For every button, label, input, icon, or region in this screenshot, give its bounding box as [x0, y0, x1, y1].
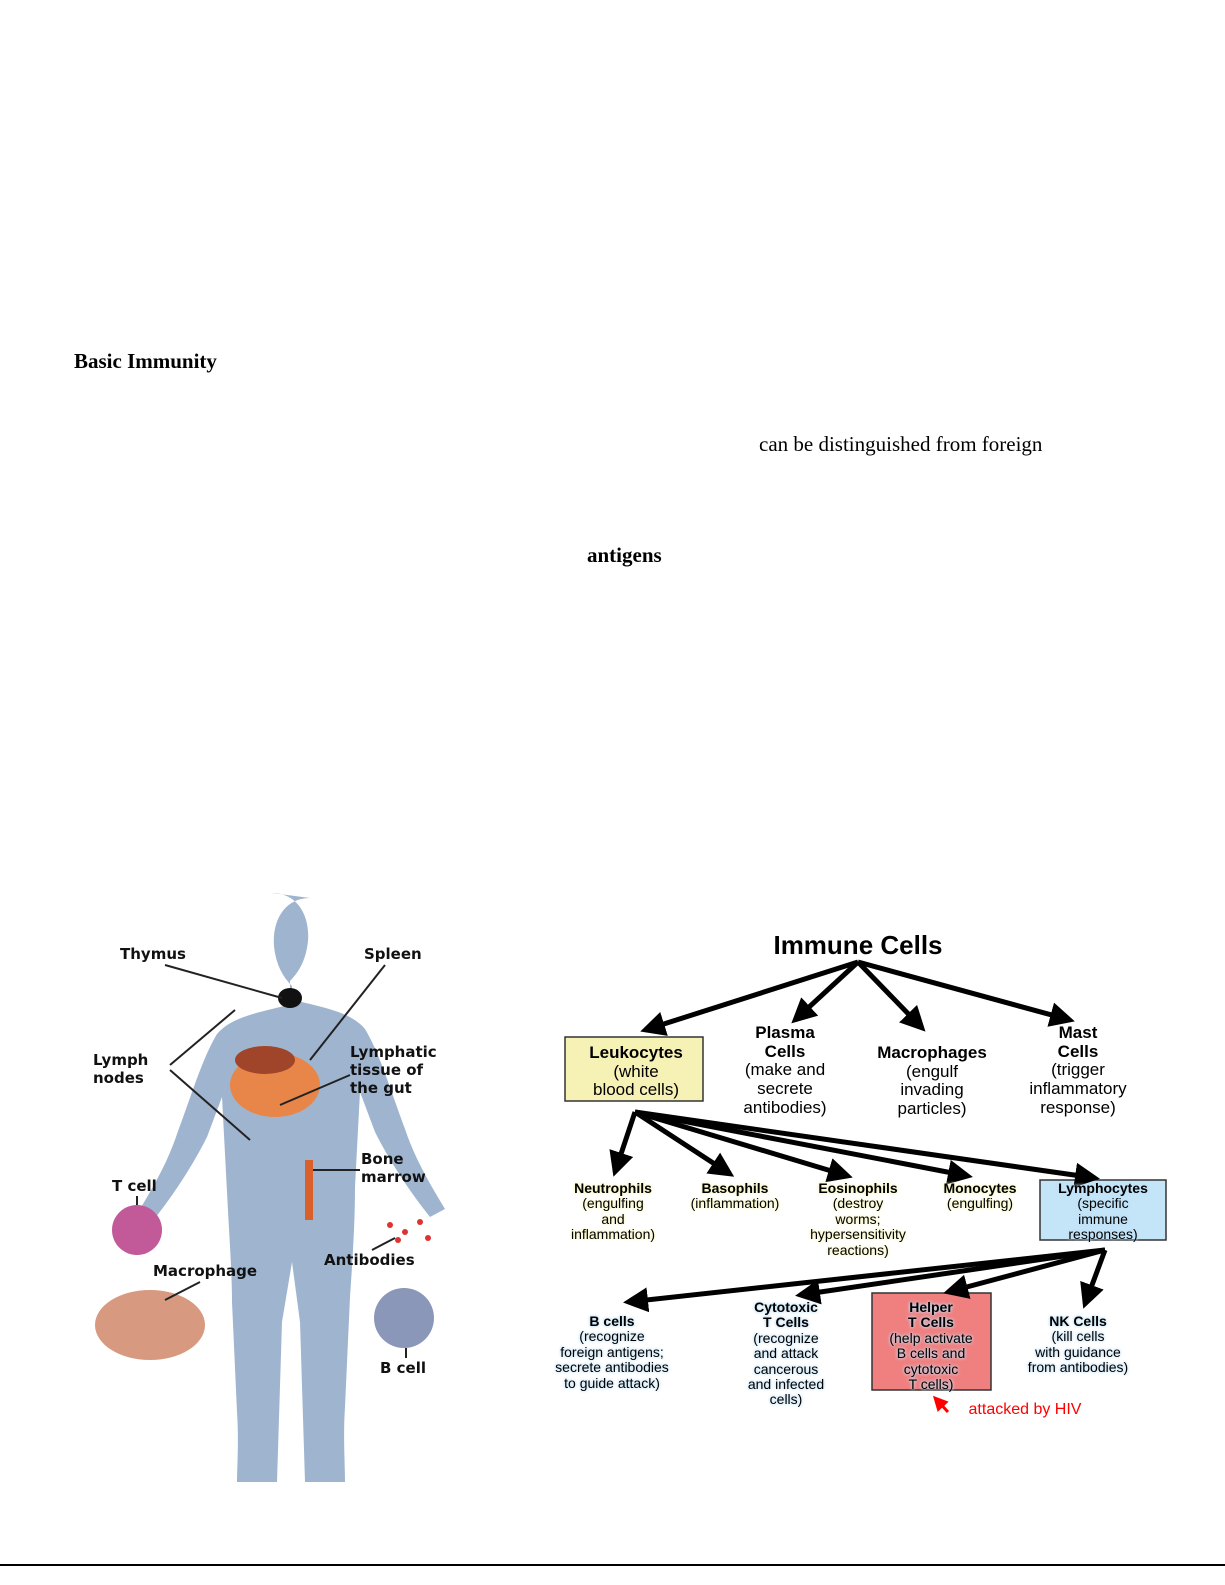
footer-rule: [0, 1564, 1225, 1566]
node-desc: (specific immune responses): [1068, 1195, 1138, 1243]
node-name: Mast Cells: [1057, 1023, 1099, 1061]
node-desc: (recognize and attack cancerous and infe…: [747, 1329, 825, 1408]
node-name: Macrophages: [877, 1043, 987, 1062]
node-eosinophils: Eosinophils(destroy worms; hypersensitiv…: [810, 1180, 906, 1258]
node-desc: (kill cells with guidance from antibodie…: [1027, 1328, 1129, 1376]
node-desc: (engulf invading particles): [897, 1061, 967, 1119]
node-desc: (make and secrete antibodies): [743, 1060, 827, 1117]
body-silhouette: [137, 893, 445, 1482]
thymus-organ: [278, 988, 302, 1008]
label-bone-marrow: Bone marrow: [361, 1150, 426, 1186]
node-macrophages: Macrophages(engulf invading particles): [877, 1043, 987, 1119]
t-cell-image: [112, 1205, 162, 1255]
node-helper-t-cells: Helper T Cells(help activate B cells and…: [889, 1299, 973, 1392]
b-cell-image: [374, 1288, 434, 1348]
leukocytes-box: [564, 1036, 704, 1102]
section-heading: Basic Immunity: [74, 349, 217, 373]
node-name: B cells: [589, 1313, 635, 1329]
label-b-cell: B cell: [380, 1359, 427, 1377]
diagram-title: Immune Cells: [773, 930, 943, 960]
bone-marrow-organ: [305, 1160, 313, 1220]
paragraph-fragment: can be distinguished from foreign: [759, 432, 1043, 456]
node-name: Helper T Cells: [908, 1299, 954, 1331]
node-name: Plasma Cells: [755, 1023, 815, 1061]
antigens-term: antigens: [587, 543, 662, 567]
node-neutrophils: Neutrophils(engulfing and inflammation): [570, 1180, 656, 1243]
node-name: Eosinophils: [818, 1180, 898, 1196]
antibodies-image: [387, 1219, 431, 1243]
node-b-cells: B cells(recognize foreign antigens; secr…: [555, 1313, 669, 1391]
node-monocytes: Monocytes(engulfing): [943, 1180, 1017, 1212]
node-name: Monocytes: [943, 1180, 1017, 1196]
node-plasma-cells: Plasma Cells(make and secrete antibodies…: [743, 1023, 827, 1117]
node-nk-cells: NK Cells(kill cells with guidance from a…: [1027, 1313, 1129, 1376]
node-desc: (engulfing and inflammation): [570, 1195, 656, 1243]
node-desc: (engulfing): [946, 1195, 1014, 1212]
node-name: Neutrophils: [574, 1180, 652, 1196]
node-desc: (inflammation): [690, 1195, 780, 1212]
node-desc: (help activate B cells and cytotoxic T c…: [889, 1329, 973, 1392]
node-desc: (recognize foreign antigens; secrete ant…: [555, 1328, 669, 1391]
node-name: NK Cells: [1049, 1313, 1107, 1329]
hiv-annotation: attacked by HIV: [968, 1401, 1082, 1418]
node-cytotoxic-t-cells: Cytotoxic T Cells(recognize and attack c…: [747, 1299, 825, 1408]
node-name: Cytotoxic T Cells: [754, 1299, 818, 1331]
lymphocytes-box: [1039, 1179, 1167, 1241]
node-mast-cells: Mast Cells(trigger inflammatory response…: [1029, 1023, 1127, 1117]
node-desc: (destroy worms; hypersensitivity reactio…: [810, 1195, 906, 1258]
node-basophils: Basophils(inflammation): [690, 1180, 780, 1212]
node-name: Lymphocytes: [1058, 1180, 1148, 1196]
helper-t-box: [871, 1292, 992, 1391]
liver-organ: [235, 1046, 295, 1074]
node-name: Basophils: [701, 1180, 769, 1196]
label-lymphatic-gut: Lymphatic tissue of the gut: [350, 1043, 437, 1097]
macrophage-image: [95, 1290, 205, 1360]
node-desc: (white blood cells): [592, 1061, 679, 1100]
label-macrophage: Macrophage: [153, 1262, 258, 1280]
label-spleen: Spleen: [364, 945, 422, 963]
node-leukocytes: Leukocytes(white blood cells): [589, 1043, 683, 1100]
label-t-cell: T cell: [112, 1177, 157, 1195]
label-thymus: Thymus: [120, 945, 186, 963]
label-lymph-nodes: Lymph nodes: [93, 1051, 149, 1087]
label-antibodies: Antibodies: [324, 1251, 415, 1269]
node-desc: (trigger inflammatory response): [1029, 1060, 1127, 1117]
node-lymphocytes: Lymphocytes(specific immune responses): [1058, 1180, 1148, 1243]
node-name: Leukocytes: [589, 1043, 683, 1062]
